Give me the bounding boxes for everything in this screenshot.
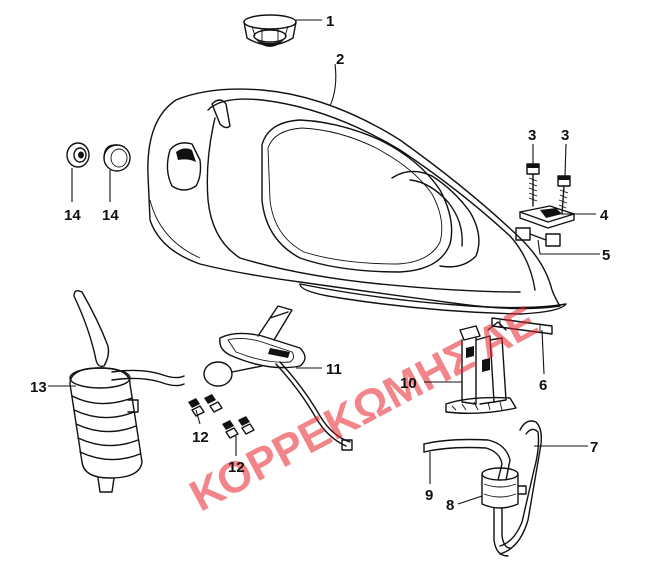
part-canister — [69, 289, 185, 493]
callout-1: 1 — [326, 13, 334, 30]
callout-8: 8 — [446, 497, 454, 514]
part-grommet-a — [66, 142, 90, 168]
callout-2: 2 — [336, 51, 344, 68]
part-level-sender — [203, 305, 353, 451]
callout-14b: 14 — [102, 207, 119, 224]
part-bolt-right — [557, 175, 571, 215]
part-fuel-tank — [147, 88, 567, 315]
part-hose-7 — [499, 420, 543, 555]
callout-leaders — [48, 19, 600, 505]
callout-10: 10 — [400, 375, 417, 392]
callout-9: 9 — [425, 487, 433, 504]
callout-12a: 12 — [192, 429, 209, 446]
part-bracket — [519, 205, 575, 229]
callout-labels: 1 2 3 3 4 5 6 7 8 9 10 11 12 12 13 14 14 — [30, 13, 610, 514]
part-pump-strap — [491, 317, 553, 335]
callout-3a: 3 — [528, 127, 536, 144]
callout-14a: 14 — [64, 207, 81, 224]
part-clips-lower — [222, 416, 255, 439]
part-grommet-b — [103, 144, 131, 172]
part-fuel-cap — [243, 14, 297, 47]
part-bolt-left — [526, 163, 540, 207]
callout-6: 6 — [539, 377, 547, 394]
part-fuel-pump — [445, 321, 517, 415]
part-clips-upper — [188, 394, 223, 417]
callout-13: 13 — [30, 379, 47, 396]
callout-3b: 3 — [561, 127, 569, 144]
part-hose-9 — [423, 438, 511, 481]
callout-7: 7 — [590, 439, 598, 456]
part-rubber-mounts — [515, 227, 561, 247]
callout-11: 11 — [326, 361, 342, 378]
callout-12b: 12 — [228, 459, 245, 476]
watermark-group: ΚΟΡΡΕΚΩΜΗΣ ΑΕ — [182, 297, 545, 521]
part-fuel-filter — [481, 467, 527, 557]
callout-5: 5 — [602, 247, 610, 264]
watermark: ΚΟΡΡΕΚΩΜΗΣ ΑΕ — [182, 297, 545, 521]
callout-4: 4 — [600, 207, 609, 224]
